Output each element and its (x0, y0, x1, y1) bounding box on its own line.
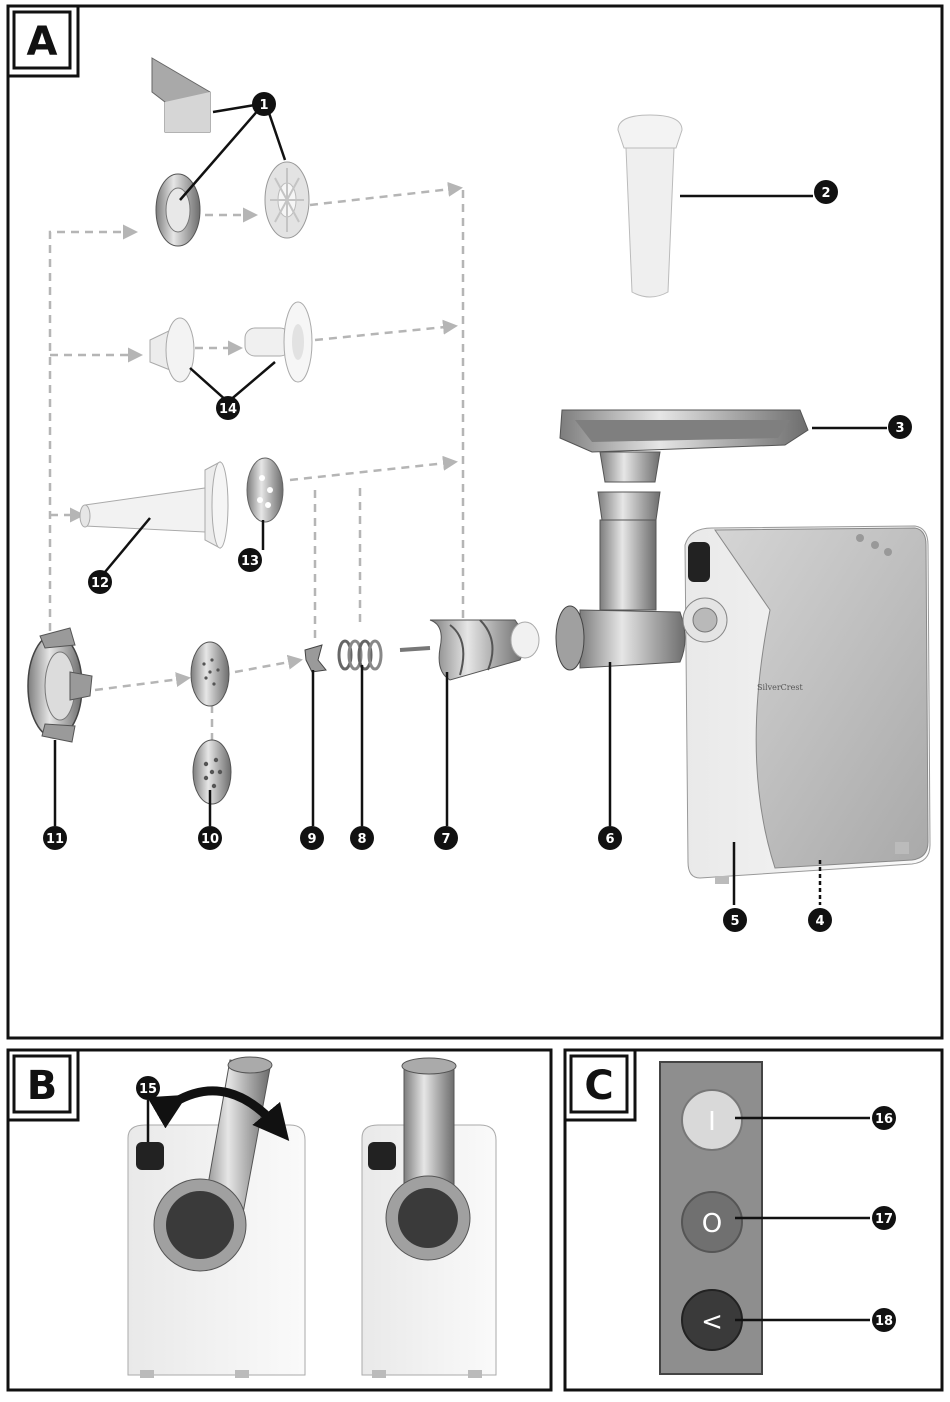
svg-text:11: 11 (46, 832, 64, 847)
callout-4: 4 (808, 908, 832, 932)
svg-text:7: 7 (441, 832, 450, 847)
callout-8: 8 (350, 826, 374, 850)
svg-text:14: 14 (219, 402, 237, 417)
part-11-ring-nut (27, 627, 93, 743)
svg-text:<: < (701, 1307, 723, 1337)
part-5-motor-housing: SilverCrest (682, 525, 931, 884)
svg-text:2: 2 (821, 186, 830, 201)
panel-a-frame (6, 4, 944, 1040)
callout-14: 14 (216, 396, 240, 420)
svg-text:5: 5 (730, 914, 739, 929)
part-1-shredder-set (151, 57, 310, 247)
callout-16: 16 (872, 1106, 896, 1130)
callout-12: 12 (88, 570, 112, 594)
svg-text:10: 10 (201, 832, 219, 847)
part-7-worm-shaft (399, 619, 540, 681)
panel-a: A (6, 4, 944, 1040)
callout-17: 17 (872, 1206, 896, 1230)
callout-9: 9 (300, 826, 324, 850)
panel-a-letter: A (27, 19, 58, 65)
svg-text:8: 8 (357, 832, 366, 847)
panel-b-letter: B (27, 1063, 58, 1109)
part-2-food-pusher (617, 114, 683, 298)
svg-text:O: O (702, 1209, 722, 1239)
panel-b: B 15 (6, 1048, 553, 1392)
panel-b-frame (6, 1048, 553, 1392)
svg-text:6: 6 (605, 832, 614, 847)
part-9-cutting-blade (304, 644, 327, 673)
callout-13: 13 (238, 548, 262, 572)
svg-text:1: 1 (259, 98, 268, 113)
off-button[interactable]: O (681, 1191, 743, 1253)
part-6-mincer-head (555, 491, 686, 671)
on-button[interactable]: I (681, 1089, 743, 1151)
part-10-perforated-discs (190, 641, 232, 805)
mincer-front-unlocking (127, 1056, 306, 1378)
part-13-separator-disc (246, 457, 284, 523)
svg-text:12: 12 (91, 576, 109, 591)
svg-text:I: I (708, 1107, 716, 1137)
callout-5: 5 (723, 908, 747, 932)
brand-logo: SilverCrest (757, 683, 803, 692)
callout-15: 15 (136, 1076, 160, 1100)
callout-7: 7 (434, 826, 458, 850)
svg-text:3: 3 (895, 421, 904, 436)
part-12-sausage-nozzle (79, 461, 229, 549)
svg-text:16: 16 (875, 1112, 893, 1127)
svg-text:9: 9 (307, 832, 316, 847)
svg-text:13: 13 (241, 554, 259, 569)
callouts-panel-a: 1 2 3 4 5 6 7 8 9 10 11 12 13 14 (43, 92, 912, 932)
leader-lines (53, 103, 887, 905)
panel-c: C I O < 16 17 18 (563, 1048, 944, 1392)
callout-2: 2 (814, 180, 838, 204)
svg-text:4: 4 (815, 914, 824, 929)
callout-18: 18 (872, 1308, 896, 1332)
svg-text:15: 15 (139, 1082, 157, 1097)
part-3-filling-tray (559, 409, 809, 483)
reverse-button[interactable]: < (681, 1289, 743, 1351)
callout-11: 11 (43, 826, 67, 850)
mincer-front-locked (361, 1057, 497, 1378)
callout-6: 6 (598, 826, 622, 850)
callout-1: 1 (252, 92, 276, 116)
part-14-kibbe-attachment (149, 301, 313, 383)
svg-text:17: 17 (875, 1212, 893, 1227)
panel-c-frame (563, 1048, 944, 1392)
part-8-spring (337, 639, 383, 671)
svg-text:18: 18 (875, 1314, 893, 1329)
dashed-assembly-lines (48, 181, 465, 740)
panel-c-letter: C (584, 1063, 613, 1109)
callout-3: 3 (888, 415, 912, 439)
callout-10: 10 (198, 826, 222, 850)
